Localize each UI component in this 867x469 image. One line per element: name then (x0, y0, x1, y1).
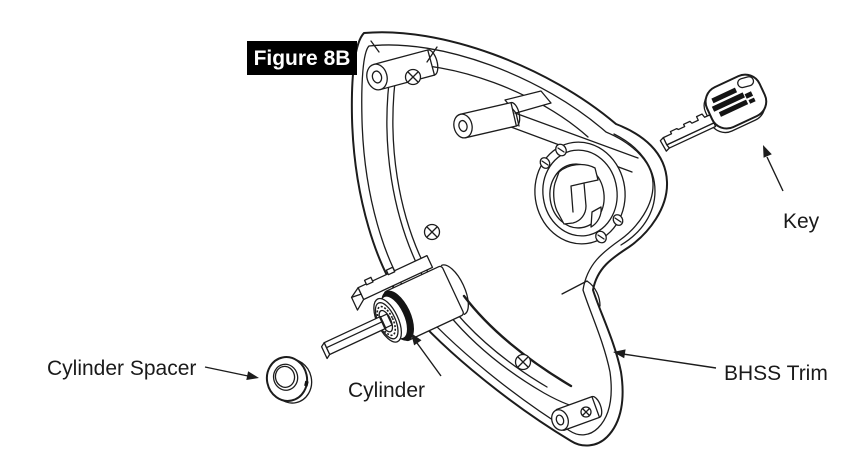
hub-cam (553, 163, 599, 225)
spacer-notch (304, 380, 309, 387)
hub-screw-icon (555, 143, 567, 157)
hub-screw-icon (539, 157, 551, 169)
spacer-ring (272, 363, 299, 391)
post-end (366, 63, 388, 91)
mounting-post-bottom-right (551, 395, 603, 431)
figure-badge-background (247, 41, 357, 75)
cylinder-arrow (411, 333, 442, 377)
key-hole (737, 76, 755, 89)
hub-cam-line (570, 182, 585, 213)
screw-icon (404, 68, 422, 86)
key-label: Key (783, 210, 820, 233)
key-grooves (711, 87, 756, 117)
post-end (453, 113, 473, 139)
cylinder-tailpiece (320, 315, 387, 360)
bhss-trim-drawing (350, 31, 669, 447)
mounting-post-middle (453, 101, 521, 139)
cylinder-spacer-arrow (204, 366, 259, 380)
trim-neck-fold (586, 280, 601, 307)
spacer-hole (274, 365, 296, 388)
plate-bottom-edge (462, 294, 573, 388)
post-hole (458, 119, 468, 133)
screw-icon (423, 223, 441, 241)
cylinder-label: Cylinder (348, 379, 425, 402)
trim-neck-fold (561, 280, 588, 295)
trim-outer-outline (350, 31, 669, 447)
cylinder-mounting-plate (350, 254, 434, 311)
figure-badge: Figure 8B (247, 41, 357, 75)
hub-screw-icon (612, 214, 624, 226)
trim-inner-rim (361, 44, 654, 436)
bhss-trim-arrow (613, 349, 717, 369)
hub-screw-icon (595, 230, 607, 244)
hub-middle-ring (542, 149, 618, 237)
cylinder-rear-cap (440, 264, 469, 316)
cylinder-spline-ring (376, 305, 397, 337)
post-hole (555, 414, 565, 426)
key-blade (659, 113, 717, 152)
cylinder-spacer-drawing (265, 356, 313, 404)
bhss-trim-label: BHSS Trim (724, 362, 828, 385)
arm-bar (514, 112, 639, 159)
post-end (551, 409, 569, 431)
post-rear-cap (427, 49, 439, 76)
lock-hub (534, 141, 626, 245)
figure-badge-label: Figure 8B (254, 47, 351, 70)
key-drawing (659, 73, 768, 152)
screw-icon (514, 353, 532, 371)
cylinder-square-hole (378, 313, 393, 330)
post-hole (371, 70, 383, 84)
hub-cam-wedge (590, 206, 602, 228)
cylinder-drawing (320, 254, 469, 360)
cylinder-spacer-label: Cylinder Spacer (47, 357, 196, 380)
screw-icon (580, 406, 592, 418)
key-arrow (763, 145, 784, 192)
post-rear-cap (510, 101, 521, 127)
post-rear-cap (591, 395, 603, 418)
trim-knob-dome-arc (613, 133, 656, 246)
post-bracket-line (370, 40, 438, 63)
hub-plug (549, 163, 605, 229)
